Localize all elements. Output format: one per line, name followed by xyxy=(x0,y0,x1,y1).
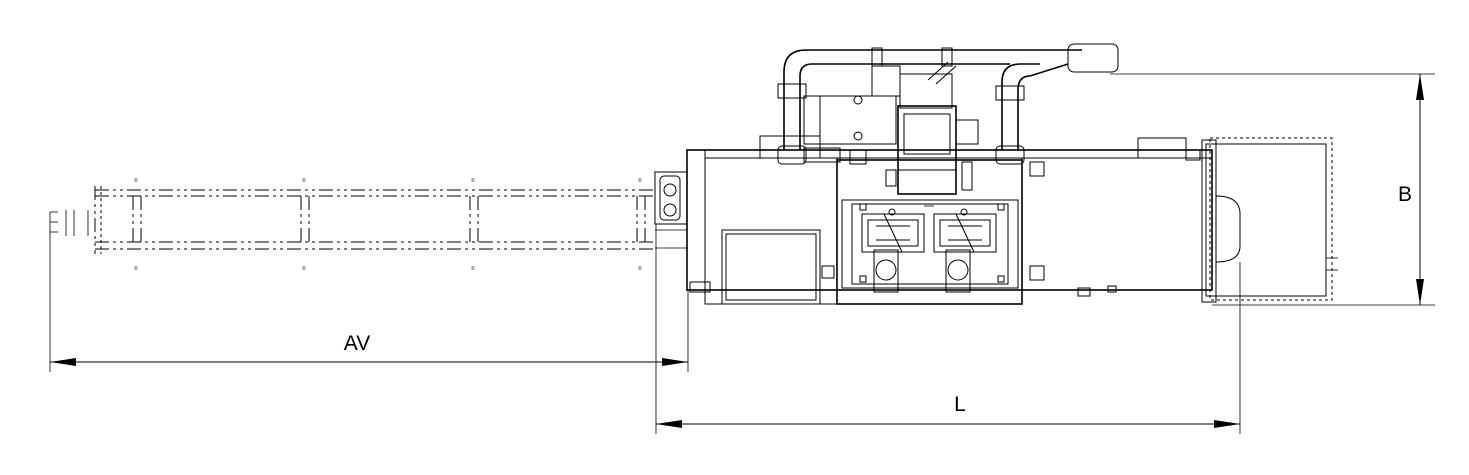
dimension-b xyxy=(1416,74,1424,305)
svg-text:≡: ≡ xyxy=(302,266,306,272)
dimension-av-label: AV xyxy=(344,332,370,355)
dimension-b-label: B xyxy=(1398,183,1412,206)
dimension-l-label: L xyxy=(954,393,966,416)
svg-text:≡: ≡ xyxy=(471,178,475,184)
rotary-unit-right xyxy=(933,213,997,293)
dimension-l xyxy=(656,420,1240,428)
svg-text:≡: ≡ xyxy=(134,266,138,272)
svg-text:≡: ≡ xyxy=(638,178,642,184)
svg-text:≡: ≡ xyxy=(471,266,475,272)
svg-text:≡: ≡ xyxy=(638,266,642,272)
conveyor-support-2: ≡ ≡ xyxy=(300,178,310,272)
conveyor-support-4: ≡ ≡ xyxy=(636,178,646,272)
pipe-assembly xyxy=(777,43,1119,195)
svg-text:≡: ≡ xyxy=(302,178,306,184)
conveyor-support-1: ≡ ≡ xyxy=(132,178,142,272)
dimension-lines xyxy=(49,73,1435,434)
svg-text:≡: ≡ xyxy=(134,178,138,184)
rotary-unit-left xyxy=(861,213,925,293)
conveyor-support-3: ≡ ≡ xyxy=(469,178,479,272)
extension-conveyor: ≡ ≡ ≡ ≡ ≡ ≡ ≡ ≡ xyxy=(50,178,655,272)
dimension-av xyxy=(50,358,688,366)
